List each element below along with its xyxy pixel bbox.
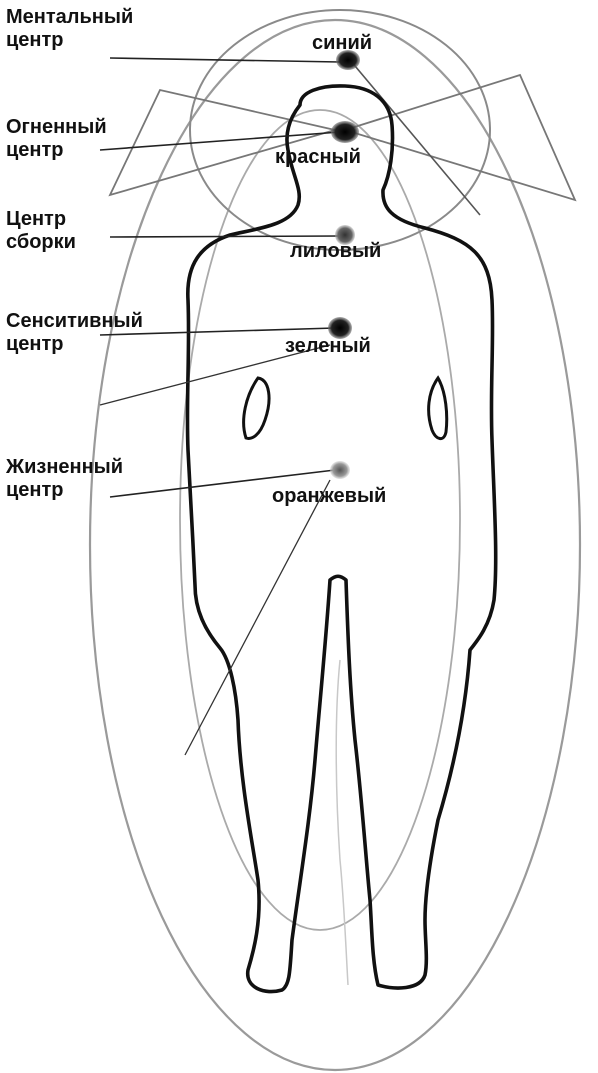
vital-center-label-line2: центр: [6, 479, 123, 502]
body-outline: [187, 86, 495, 992]
mental-color-label: синий: [312, 32, 372, 55]
pointer-vital-lower: [185, 480, 330, 755]
assembly-color-label: лиловый: [290, 240, 381, 263]
assembly-center-label-line2: сборки: [6, 231, 76, 254]
fire-center-label: Огненный центр: [6, 116, 107, 162]
mental-center-label-line1: Ментальный: [6, 6, 133, 29]
sensitive-center-label: Сенситивный центр: [6, 310, 143, 356]
vital-center-label: Жизненный центр: [6, 456, 123, 502]
sensitive-center-label-line2: центр: [6, 333, 143, 356]
right-arm-gap: [429, 378, 447, 439]
vital-color-label: оранжевый: [272, 485, 386, 508]
mental-center-label-line2: центр: [6, 29, 133, 52]
left-arm-gap: [244, 378, 269, 438]
fire-center-label-line1: Огненный: [6, 116, 107, 139]
outer-aura-ellipse: [90, 20, 580, 1070]
assembly-center-label: Центр сборки: [6, 208, 76, 254]
pointer-mental: [110, 58, 340, 62]
assembly-center-label-line1: Центр: [6, 208, 76, 231]
fire-wing-right: [345, 75, 575, 200]
inner-leg-contour: [336, 660, 348, 985]
fire-color-label: красный: [275, 146, 361, 169]
vital-center-label-line1: Жизненный: [6, 456, 123, 479]
mental-center-label: Ментальный центр: [6, 6, 133, 52]
pointer-assembly: [110, 236, 340, 237]
sensitive-color-label: зеленый: [285, 335, 371, 358]
vital-center-dot: [330, 461, 350, 479]
sensitive-center-label-line1: Сенситивный: [6, 310, 143, 333]
fire-center-dot: [331, 121, 359, 143]
fire-center-label-line2: центр: [6, 139, 107, 162]
